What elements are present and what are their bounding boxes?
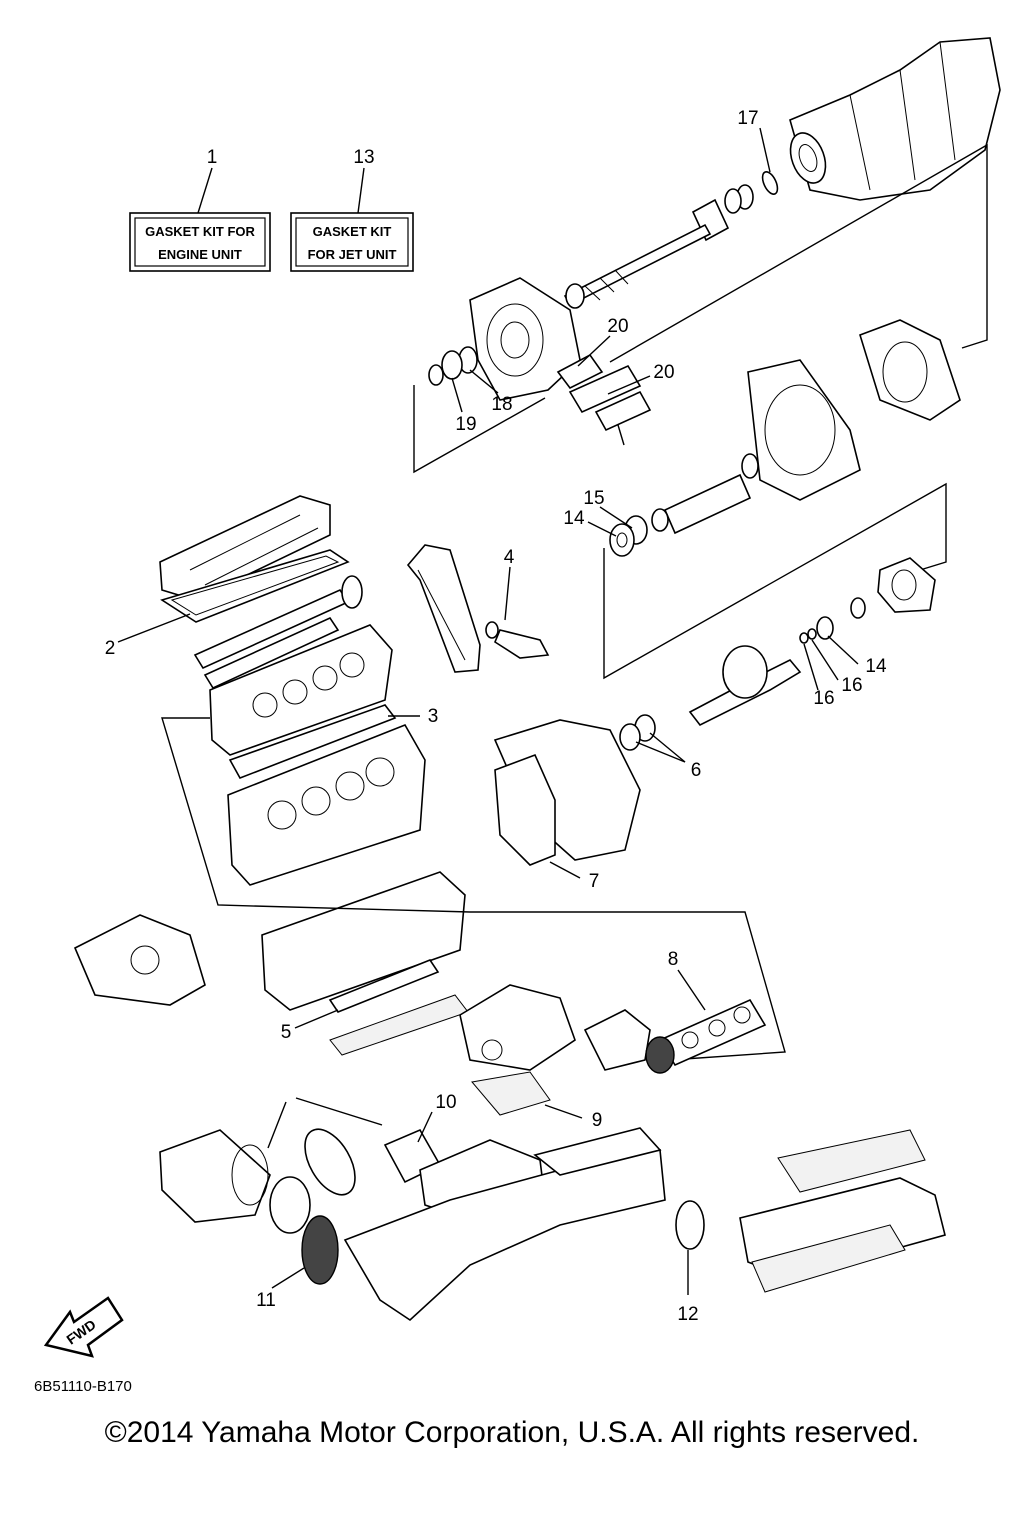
gasket-kit-jet-unit-label: 13 GASKET KIT FOR JET UNIT xyxy=(290,147,414,272)
callout-20-upper: 20 xyxy=(607,316,628,337)
exhaust-system-drawing xyxy=(159,969,946,1322)
callout-1: 1 xyxy=(207,147,218,168)
drive-shaft-drawing xyxy=(603,453,947,763)
kit-13-line-1: GASKET KIT xyxy=(313,224,392,239)
callout-20-lower: 20 xyxy=(653,362,674,383)
callout-3: 3 xyxy=(428,706,439,727)
callout-18: 18 xyxy=(491,394,512,415)
callout-4: 4 xyxy=(504,547,515,568)
jet-pump-housing-drawing xyxy=(413,37,1001,501)
callout-13: 13 xyxy=(353,147,374,168)
callout-14-lower: 14 xyxy=(865,656,887,677)
kit-1-line-2: ENGINE UNIT xyxy=(158,247,242,262)
kit-13-line-2: FOR JET UNIT xyxy=(308,247,397,262)
engine-block-drawing xyxy=(73,495,786,1061)
callout-6: 6 xyxy=(691,760,702,781)
drawing-code: 6B51110-B170 xyxy=(34,1378,132,1395)
callout-16-right: 16 xyxy=(841,675,862,696)
callout-5: 5 xyxy=(281,1022,292,1043)
callout-8: 8 xyxy=(668,949,679,970)
forward-direction-arrow: FWD xyxy=(43,1296,124,1358)
callout-14-upper: 14 xyxy=(563,508,585,529)
callout-9: 9 xyxy=(592,1110,603,1131)
callout-12: 12 xyxy=(677,1304,698,1325)
callout-19: 19 xyxy=(455,414,476,435)
kit-1-line-1: GASKET KIT FOR xyxy=(145,224,255,239)
callout-11: 11 xyxy=(256,1290,276,1311)
gasket-kit-engine-unit-label: 1 GASKET KIT FOR ENGINE UNIT xyxy=(129,147,271,272)
timing-chain-drawing xyxy=(406,544,641,879)
callout-leader-lines xyxy=(451,127,859,691)
callout-10: 10 xyxy=(435,1092,456,1113)
callout-2: 2 xyxy=(105,638,116,659)
callout-15: 15 xyxy=(583,488,604,509)
callout-16-left: 16 xyxy=(813,688,834,709)
callout-7: 7 xyxy=(589,871,600,892)
copyright-notice: ©2014 Yamaha Motor Corporation, U.S.A. A… xyxy=(104,1416,920,1449)
callout-numbers: 2 3 4 5 6 7 8 9 10 11 12 14 14 15 16 16 … xyxy=(105,108,887,1325)
callout-17: 17 xyxy=(737,108,758,129)
